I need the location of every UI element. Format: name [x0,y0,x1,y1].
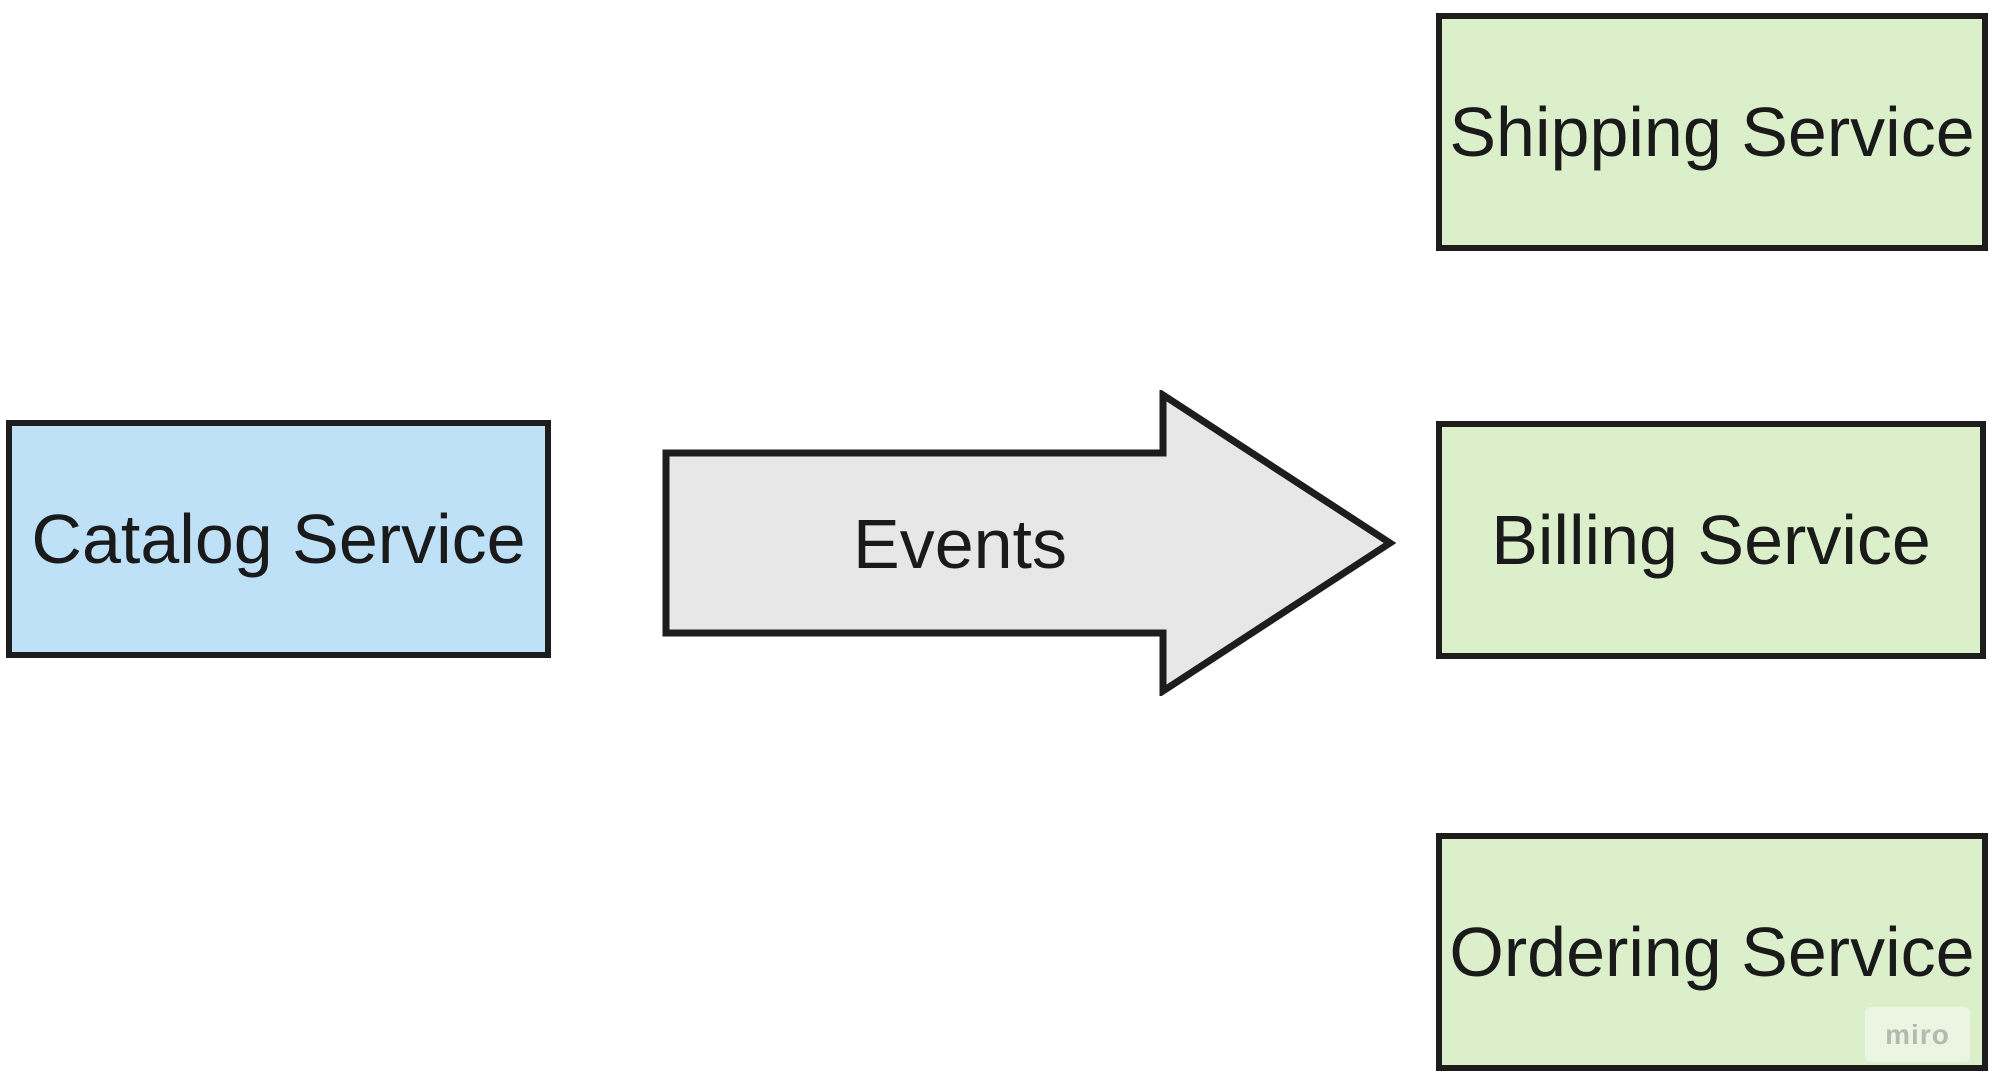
right-arrow-shape [662,390,1396,696]
billing-service-shape: Billing Service [1436,421,1986,659]
billing-service-label: Billing Service [1491,501,1931,579]
catalog-service-shape: Catalog Service [6,420,551,658]
shipping-service-shape: Shipping Service [1436,13,1988,251]
events-arrow [662,390,1396,696]
catalog-service-label: Catalog Service [31,500,526,578]
ordering-service-label: Ordering Service [1449,913,1975,991]
shipping-service-label: Shipping Service [1449,93,1975,171]
ordering-service-shape: Ordering Service [1436,833,1988,1071]
miro-watermark: miro [1865,1007,1970,1062]
events-arrow-label: Events [853,504,1067,583]
miro-watermark-label: miro [1885,1018,1950,1050]
